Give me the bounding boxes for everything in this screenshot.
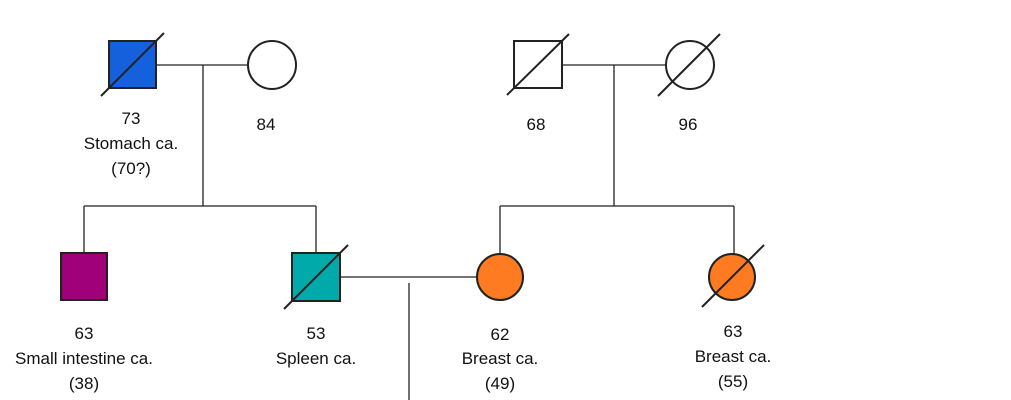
diagnosis-label: Breast ca. (695, 347, 772, 366)
connector-lines (83, 64, 735, 400)
onset-label: (70?) (111, 159, 151, 178)
individual-maternal-grandmother[interactable]: 96 (657, 33, 721, 134)
onset-label: (38) (69, 374, 99, 393)
individual-paternal-grandfather[interactable]: 73 Stomach ca. (70?) (84, 32, 179, 178)
deceased-slash (657, 33, 721, 97)
age-label: 84 (257, 115, 276, 134)
age-label: 68 (527, 115, 546, 134)
individual-maternal-grandfather[interactable]: 68 (506, 33, 570, 134)
deceased-slash (701, 244, 765, 308)
deceased-slash (100, 32, 165, 97)
age-label: 73 (122, 109, 141, 128)
diagnosis-label: Breast ca. (462, 349, 539, 368)
diagnosis-label: Small intestine ca. (15, 349, 153, 368)
age-label: 53 (307, 324, 326, 343)
deceased-slash (283, 244, 349, 310)
diagnosis-label: Spleen ca. (276, 349, 356, 368)
onset-label: (55) (718, 372, 748, 391)
female-circle (476, 253, 524, 301)
individual-mother[interactable]: 62 Breast ca. (49) (462, 253, 539, 393)
individual-maternal-aunt[interactable]: 63 Breast ca. (55) (695, 244, 772, 391)
female-circle (247, 40, 297, 90)
male-square (60, 252, 108, 301)
individual-paternal-uncle[interactable]: 63 Small intestine ca. (38) (15, 252, 153, 393)
age-label: 63 (75, 324, 94, 343)
age-label: 96 (679, 115, 698, 134)
individual-father[interactable]: 53 Spleen ca. (276, 244, 356, 368)
deceased-slash (506, 33, 570, 96)
individual-paternal-grandmother[interactable]: 84 (247, 40, 297, 134)
age-label: 62 (491, 325, 510, 344)
age-label: 63 (724, 322, 743, 341)
onset-label: (49) (485, 374, 515, 393)
diagnosis-label: Stomach ca. (84, 134, 179, 153)
